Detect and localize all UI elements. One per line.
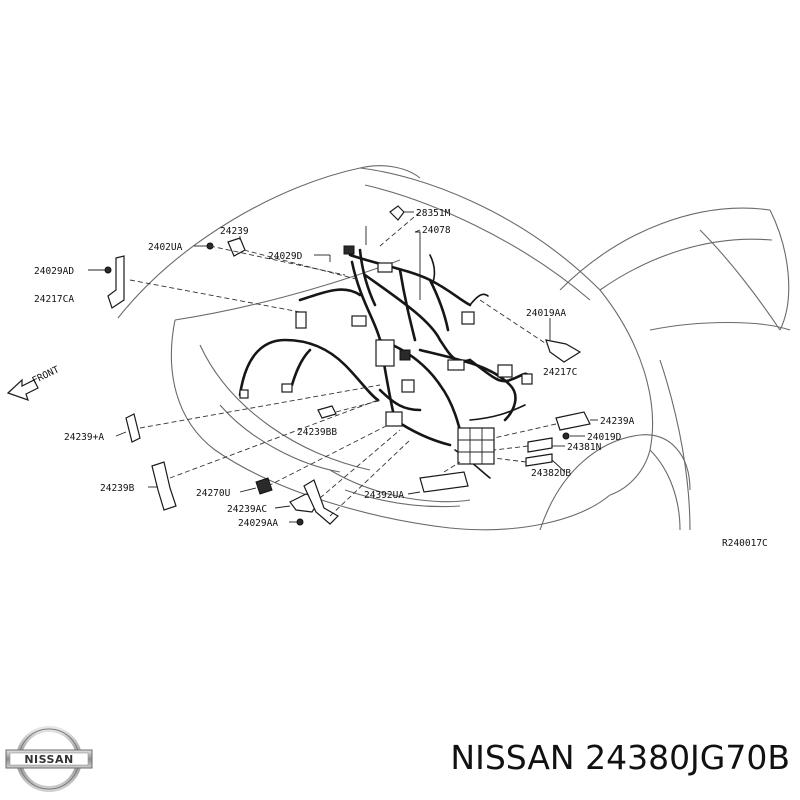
part-label: 24029AD [34,266,74,277]
leader-lines [88,211,598,523]
part-label: 24382UB [531,468,571,479]
dashed-reference-lines [129,211,557,517]
part-label: 24239BB [297,427,337,438]
part-label: 24029AA [238,518,278,529]
part-label: 24239+A [64,432,104,443]
part-label: 24392UA [364,490,404,501]
nissan-logo: NISSAN [5,726,93,792]
part-label: 28351M [416,208,451,219]
part-label: 24078 [422,225,451,236]
part-label: 24019D [587,432,622,443]
part-label: 24029D [268,251,303,262]
diagram-reference-code: R240017C [722,538,768,549]
part-number-caption: NISSAN 24380JG70B [450,738,790,777]
part-label: 24239B [100,483,135,494]
part-label: 24217CA [34,294,74,305]
harness-connectors [239,245,533,465]
car-body-outline [117,165,791,531]
front-label: FRONT [30,364,61,387]
part-label: 24019AA [526,308,566,319]
part-label: 24270U [196,488,231,499]
front-arrow-icon [6,378,39,401]
part-label: 24239AC [227,504,267,515]
part-label: 24381N [567,442,602,453]
part-label: 24217C [543,367,577,378]
part-label: 2402UA [148,242,183,253]
logo-wordmark: NISSAN [24,753,73,766]
part-label: 24239A [600,416,635,427]
part-label: 24239 [220,226,249,237]
wiring-harness-diagram: FRONT 28351M 24078 24239 2402UA 24029D 2… [6,165,791,549]
bracket-parts [104,205,591,526]
